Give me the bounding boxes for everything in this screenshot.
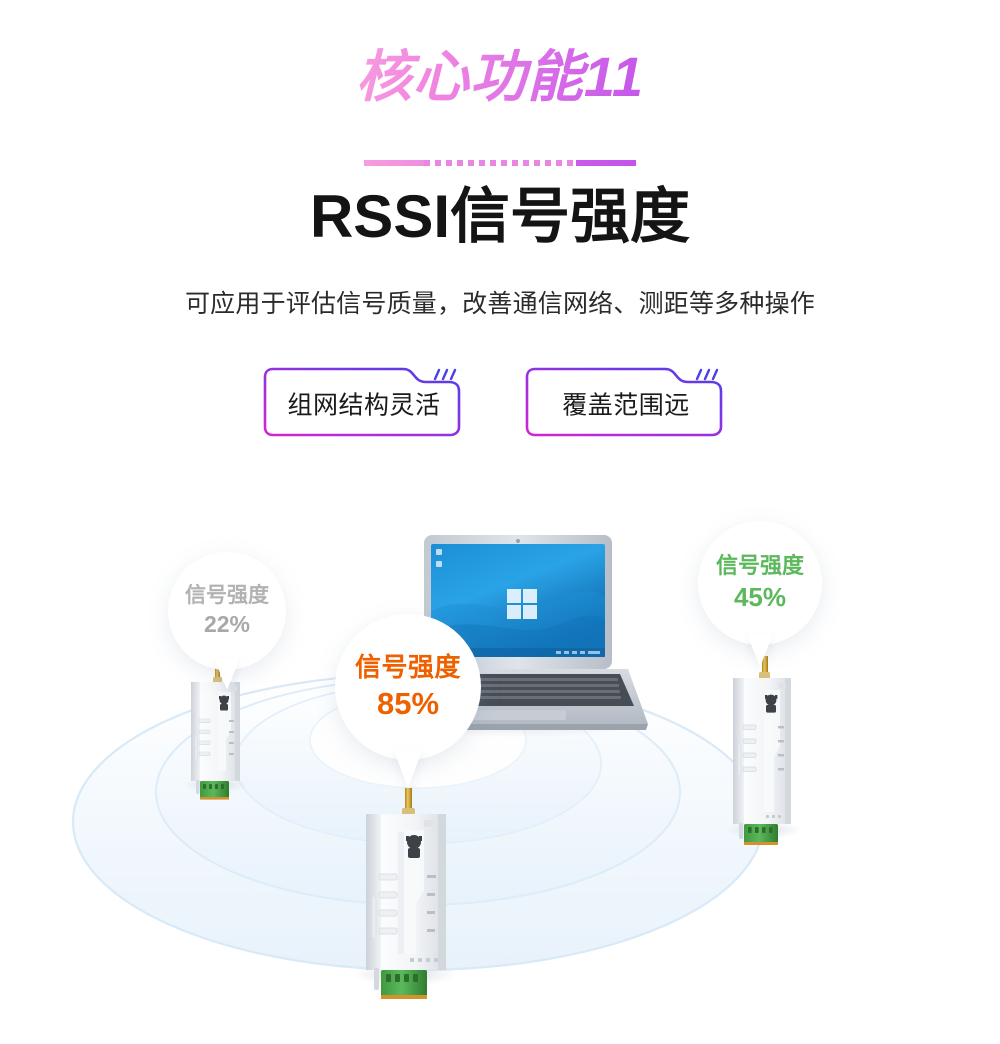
signal-strength-value: 22% bbox=[203, 611, 251, 638]
terminal-block bbox=[744, 824, 778, 845]
kicker-underline bbox=[364, 159, 636, 166]
windows-logo-icon bbox=[507, 589, 537, 619]
tag-tick-marks bbox=[433, 368, 457, 381]
page-subtitle: 可应用于评估信号质量，改善通信网络、测距等多种操作 bbox=[184, 290, 815, 318]
feature-tag-label: 组网结构灵活 bbox=[287, 391, 441, 420]
brand-logo-icon bbox=[765, 694, 778, 713]
feature-tag-list: 组网结构灵活 覆盖范围远 bbox=[0, 366, 1000, 438]
bubble-tail bbox=[214, 658, 240, 690]
tag-border-shape bbox=[263, 367, 461, 437]
terminal-block bbox=[200, 781, 229, 800]
section-kicker-text: 核心功能11 bbox=[350, 47, 650, 113]
signal-strength-label: 信号强度 bbox=[715, 553, 804, 579]
module-top-mark bbox=[424, 820, 433, 827]
wireless-module-right bbox=[726, 656, 802, 845]
led-indicators bbox=[198, 718, 234, 756]
bubble-tail bbox=[747, 634, 773, 667]
section-kicker-block: 核心功能11 bbox=[0, 47, 1000, 166]
signal-bubble-right: 信号强度 45% bbox=[698, 521, 822, 667]
signal-bubble-left: 信号强度 22% bbox=[168, 552, 286, 690]
bubble-tail bbox=[393, 748, 423, 788]
brand-logo-icon bbox=[219, 695, 229, 711]
feature-tag-label: 覆盖范围远 bbox=[562, 391, 690, 420]
tag-border-shape bbox=[525, 367, 723, 437]
signal-strength-value: 85% bbox=[376, 685, 440, 721]
antenna-connector bbox=[405, 788, 412, 810]
brand-logo-icon bbox=[406, 835, 422, 858]
wireless-module-center bbox=[353, 788, 457, 999]
led-indicators bbox=[742, 724, 784, 772]
feature-tag-networking[interactable]: 组网结构灵活 bbox=[263, 366, 475, 438]
page-title: RSSI信号强度 bbox=[309, 183, 691, 250]
desktop-icons bbox=[436, 549, 442, 567]
laptop-trackpad bbox=[468, 710, 566, 720]
signal-strength-value: 45% bbox=[733, 581, 787, 612]
terminal-block bbox=[381, 970, 427, 999]
network-diagram bbox=[0, 492, 1000, 1044]
module-label-slot bbox=[371, 895, 377, 939]
laptop-webcam-icon bbox=[516, 539, 520, 543]
tag-tick-marks bbox=[695, 368, 719, 381]
led-indicators bbox=[378, 873, 436, 935]
wireless-module-left bbox=[183, 664, 249, 800]
underline-dashed-middle bbox=[424, 159, 576, 166]
underline-solid-right bbox=[576, 159, 636, 166]
signal-strength-label: 信号强度 bbox=[354, 651, 461, 682]
feature-tag-coverage[interactable]: 覆盖范围远 bbox=[525, 366, 737, 438]
diagram-canvas bbox=[71, 535, 802, 999]
underline-solid-left bbox=[364, 159, 424, 166]
signal-bubble-center: 信号强度 85% bbox=[335, 614, 481, 788]
signal-strength-label: 信号强度 bbox=[185, 583, 269, 607]
laptop-taskbar bbox=[431, 648, 605, 657]
module-bottom-ports bbox=[410, 958, 438, 962]
